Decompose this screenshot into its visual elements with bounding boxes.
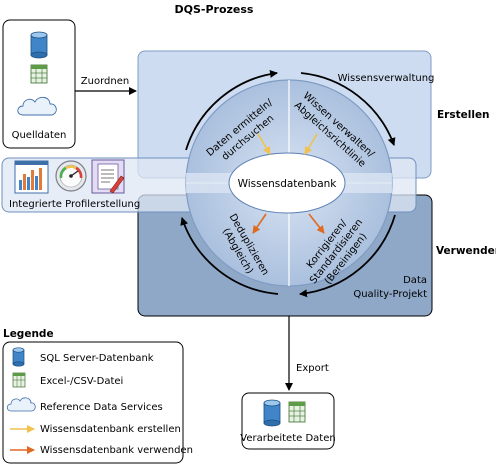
knowledge-base-label: Wissensdatenbank	[238, 178, 338, 190]
legend-item-label: Excel-/CSV-Datei	[40, 376, 123, 387]
profiling-icons	[14, 159, 125, 194]
cycle-arrow-bottom-left	[180, 217, 279, 295]
knowledge-management-label: Wissensverwaltung	[338, 73, 435, 84]
create-arrow-left	[257, 133, 271, 155]
database-icon	[12, 347, 25, 367]
legend-item-label: SQL Server-Datenbank	[40, 353, 154, 364]
cycle-arrow-top-left	[185, 69, 278, 151]
legend-item-label: Wissensdatenbank erstellen	[40, 424, 181, 435]
source-label: Quelldaten	[12, 130, 67, 141]
map-label: Zuordnen	[81, 76, 129, 87]
legend-title: Legende	[3, 328, 54, 340]
spreadsheet-icon	[12, 372, 26, 388]
database-icon	[263, 399, 281, 427]
legend-box: SQL Server-Datenbank Excel-/CSV-Datei Re…	[2, 341, 193, 464]
bar-chart-icon	[14, 160, 49, 194]
knowledge-base	[228, 152, 346, 214]
cloud-icon	[6, 397, 36, 412]
export-label: Export	[296, 363, 329, 374]
diagram-title: DQS-Prozess	[175, 3, 254, 16]
quality-project-line2: Quality-Projekt	[353, 289, 427, 300]
legend-item-label: Wissensdatenbank verwenden	[40, 445, 193, 456]
create-arrow-right	[304, 133, 318, 155]
legend-item-label: Reference Data Services	[40, 402, 163, 413]
use-arrow-left	[252, 213, 267, 234]
use-arrow-right	[308, 213, 325, 234]
database-icon	[30, 31, 48, 59]
cycle-arrow-bottom-right	[299, 214, 396, 298]
spreadsheet-icon	[30, 64, 48, 84]
gauge-icon	[55, 160, 87, 192]
cloud-icon	[17, 96, 57, 116]
source-box: Quelldaten	[2, 19, 76, 149]
output-box: Verarbeitete Daten	[240, 392, 336, 450]
profiling-label: Integrierte Profilerstellung	[9, 199, 140, 210]
spreadsheet-icon	[288, 401, 306, 423]
stage-create-label: Erstellen	[437, 109, 490, 121]
cycle-arrow-top-right	[300, 72, 396, 146]
output-label: Verarbeitete Daten	[240, 433, 335, 444]
stage-use-label: Verwenden	[436, 245, 496, 257]
quality-project-line1: Data	[403, 275, 427, 286]
report-icon	[91, 159, 125, 194]
